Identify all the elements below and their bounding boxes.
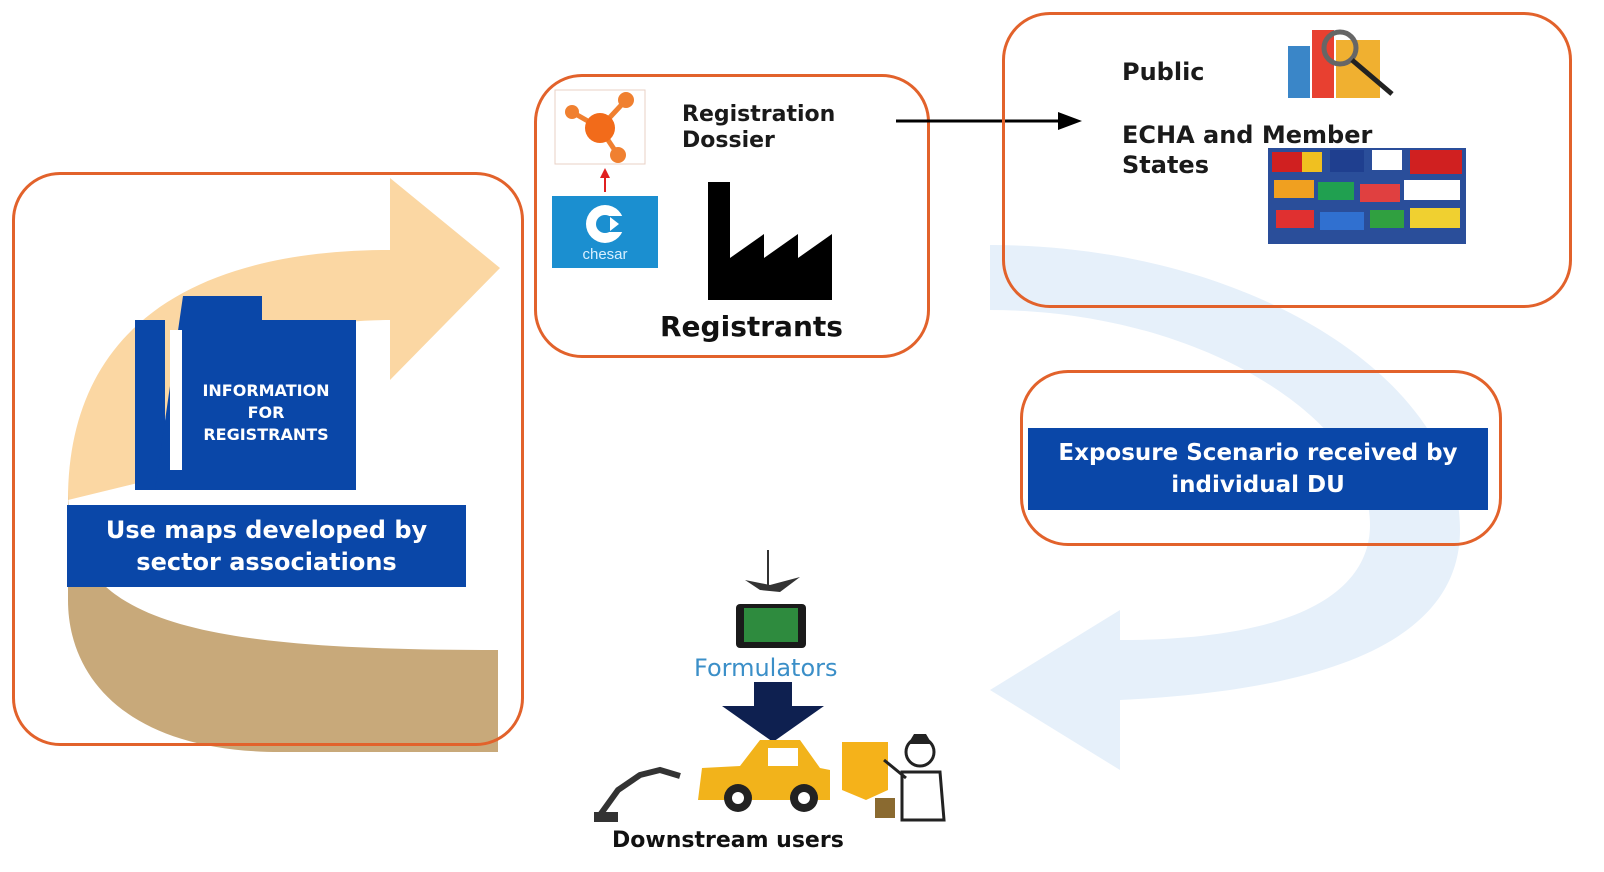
registrants-box: [534, 74, 930, 358]
cycle-arrow: [990, 245, 1460, 770]
echa-member-states-label: ECHA and Member States: [1122, 121, 1373, 179]
tan-arrow-lower: [68, 490, 498, 752]
registrants-label: Registrants: [660, 310, 843, 343]
chesar-logo-icon: chesar: [552, 196, 658, 268]
formulators-label: Formulators: [694, 654, 838, 682]
recipients-box: [1002, 12, 1572, 308]
use-maps-banner-text: Use maps developed by sector association…: [105, 516, 428, 576]
exposure-box: [1020, 370, 1502, 546]
chesar-label: chesar: [582, 246, 628, 263]
exposure-banner: Exposure Scenario received by individual…: [1028, 428, 1488, 510]
folder-label: INFORMATION FOR REGISTRANTS: [202, 381, 330, 444]
exposure-banner-text: Exposure Scenario received by individual…: [1058, 440, 1458, 498]
chesar-c-icon: [586, 205, 627, 243]
downstream-users-label: Downstream users: [612, 828, 844, 853]
information-box: [12, 172, 524, 746]
tan-arrow-upper: [68, 178, 500, 500]
public-label: Public: [1122, 58, 1205, 86]
registration-dossier-label: Registration Dossier: [682, 102, 836, 153]
use-maps-banner: Use maps developed by sector association…: [67, 505, 466, 587]
